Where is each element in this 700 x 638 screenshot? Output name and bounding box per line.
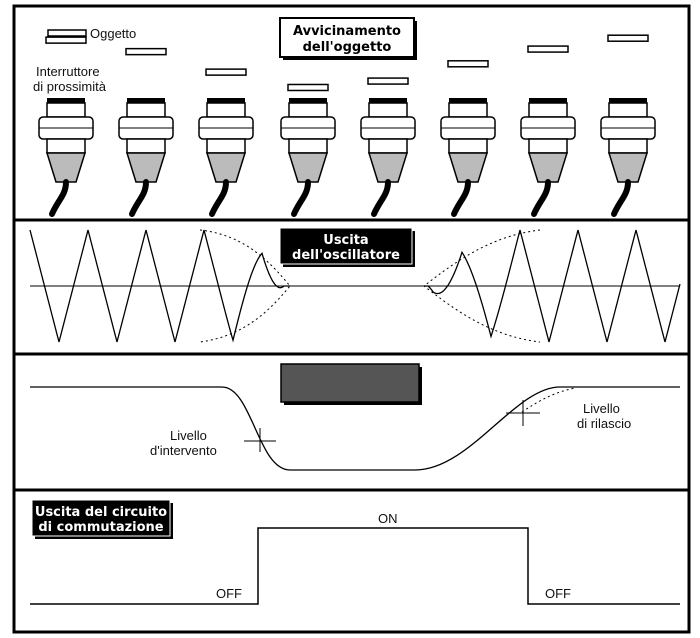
panel-3-title-box [280, 363, 420, 403]
sensor-body [46, 102, 86, 118]
panel-2-title-box [279, 227, 413, 265]
oscillator-waveform [29, 229, 681, 343]
off-label-left: OFF [216, 586, 242, 601]
object-legend-swatch [47, 29, 87, 37]
sensor-thread [608, 138, 648, 154]
sensor-body [126, 102, 166, 118]
sensor-tail [205, 152, 247, 183]
target-object [607, 34, 649, 42]
panel-1-title-box [279, 17, 415, 58]
sensor-tail [287, 152, 329, 183]
sensor-face [449, 98, 487, 103]
panel-4-title-box [31, 499, 171, 537]
sensor-body [368, 102, 408, 118]
sensor-face [47, 98, 85, 103]
sensor-tail [527, 152, 569, 183]
trip-label-line2: d'intervento [150, 443, 217, 458]
release-guide-dotted [521, 387, 576, 413]
oscillator-envelope-left [199, 229, 291, 343]
sensor-body [206, 102, 246, 118]
sensor-tail [125, 152, 167, 183]
sensor-face [207, 98, 245, 103]
panel-1-title-line1: Avvicinamento [293, 24, 401, 39]
sensor-body [528, 102, 568, 118]
sensor-cable [291, 179, 311, 217]
target-object [527, 45, 569, 53]
sensor-thread [206, 138, 246, 154]
switch-label-line2: di prossimità [33, 79, 107, 94]
release-label-line1: Livello [583, 401, 620, 416]
target-object [125, 47, 167, 56]
sensor-thread [368, 138, 408, 154]
oscillator-wave-left [29, 229, 290, 343]
panel-2-title-line2: dell'oscillatore [292, 248, 400, 263]
panel-switching-output: Uscita del circuito di commutazione ON O… [12, 488, 691, 634]
oscillator-wave-right [424, 229, 681, 343]
off-label-right: OFF [545, 586, 571, 601]
sensor-cable [129, 179, 149, 217]
sensor-body [608, 102, 648, 118]
switching-output-waveform [30, 527, 680, 605]
sensor-face [529, 98, 567, 103]
sensor-cable [209, 179, 229, 217]
sensor-body [448, 102, 488, 118]
sensor-cable [371, 179, 391, 217]
target-object [45, 36, 87, 44]
sensor-cable [451, 179, 471, 217]
sensor-thread [448, 138, 488, 154]
target-object [205, 68, 247, 76]
sensor-tail [367, 152, 409, 183]
proximity-sensor [38, 36, 94, 217]
proximity-sensor [118, 47, 174, 217]
proximity-sensor [280, 83, 336, 217]
trip-label-line1: Livello [170, 428, 207, 443]
panel-2-title-line1: Uscita [323, 233, 368, 248]
proximity-sensor [198, 68, 254, 217]
proximity-sensor [520, 45, 576, 217]
sensor-face [369, 98, 407, 103]
sensor-tail [447, 152, 489, 183]
sensor-thread [46, 138, 86, 154]
on-label: ON [378, 511, 398, 526]
detection-signal-curve [30, 386, 680, 471]
panel-4-frame [12, 488, 691, 634]
sensor-cable [49, 179, 69, 217]
sensor-face [127, 98, 165, 103]
panel-1-title-line2: dell'oggetto [303, 40, 392, 55]
sensor-tail [607, 152, 649, 183]
sensor-thread [528, 138, 568, 154]
switch-label-line1: Interruttore [36, 64, 100, 79]
target-object [287, 83, 329, 92]
panel-object-approach: Avvicinamento dell'oggetto Oggetto Inter… [12, 4, 691, 222]
sensor-body [288, 102, 328, 118]
sensor-cable [531, 179, 551, 217]
target-object [367, 77, 409, 85]
release-label-line2: di rilascio [577, 416, 631, 431]
sensor-row [38, 34, 656, 217]
target-object [447, 60, 489, 68]
oscillator-envelope-right [423, 229, 541, 343]
sensor-face [289, 98, 327, 103]
sensor-thread [126, 138, 166, 154]
sensor-tail [45, 152, 87, 183]
sensor-face [609, 98, 647, 103]
proximity-sensor [600, 34, 656, 217]
object-label: Oggetto [90, 26, 136, 41]
sensor-thread [288, 138, 328, 154]
proximity-sensor [440, 60, 496, 217]
panel-4-title-line1: Uscita del circuito [35, 505, 167, 520]
sensor-cable [611, 179, 631, 217]
panel-4-title-line2: di commutazione [38, 520, 163, 535]
proximity-sensor [360, 77, 416, 217]
